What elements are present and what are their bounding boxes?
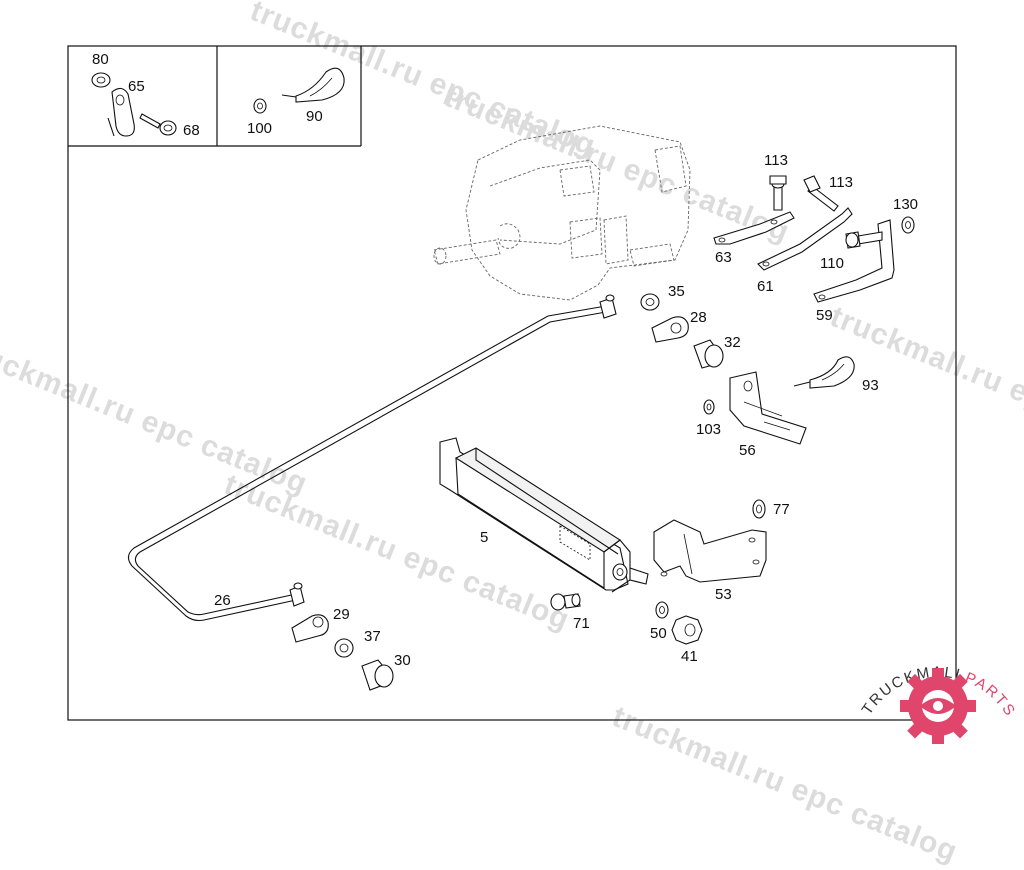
label-71: 71 <box>573 615 590 632</box>
bracket-53-group: 53 77 <box>653 499 790 603</box>
bracket-56 <box>729 371 807 445</box>
bracket-61 <box>757 207 853 271</box>
label-26: 26 <box>214 592 231 609</box>
clamp-65 <box>111 87 135 137</box>
label-37: 37 <box>364 628 381 645</box>
p-clip-93 <box>809 356 855 389</box>
gearbox-outline <box>433 125 691 301</box>
oil-cooler-5: 5 <box>439 437 649 593</box>
washer-35 <box>640 293 660 311</box>
label-103: 103 <box>696 421 721 438</box>
nut-103 <box>703 399 715 415</box>
label-5: 5 <box>480 529 488 546</box>
bracket-59 <box>813 219 895 303</box>
bolt-71 <box>550 593 566 611</box>
nut-100 <box>253 98 267 114</box>
fitting-group-lower: 29 37 30 <box>291 606 411 691</box>
gear-icon <box>900 668 976 744</box>
washer-50 <box>655 601 669 619</box>
label-29: 29 <box>333 606 350 623</box>
label-35: 35 <box>668 283 685 300</box>
label-113a: 113 <box>764 152 788 169</box>
label-61: 61 <box>757 278 774 295</box>
p-clip-90 <box>295 67 345 103</box>
label-110: 110 <box>820 255 844 272</box>
bolt-71-group: 71 <box>550 593 590 632</box>
washer-37 <box>334 638 354 658</box>
label-130: 130 <box>893 196 918 213</box>
washer-77 <box>752 499 766 519</box>
nut-41-group: 50 41 <box>650 601 703 665</box>
bracket-63 <box>713 211 795 245</box>
label-50: 50 <box>650 625 667 642</box>
label-80: 80 <box>92 51 109 68</box>
pipe-26: 26 <box>127 294 617 622</box>
truckmall-logo: TRUCKMALLPARTS <box>859 664 1017 744</box>
label-56: 56 <box>739 442 756 459</box>
bracket-53 <box>653 519 767 583</box>
label-90: 90 <box>306 108 323 125</box>
label-65: 65 <box>128 78 145 95</box>
legend-box: 80 65 68 100 90 <box>68 46 362 147</box>
label-32: 32 <box>724 334 741 351</box>
banjo-28 <box>651 316 689 343</box>
bracket-group: 113 63 113 61 110 59 130 <box>713 152 918 324</box>
bracket-56-group: 56 103 93 <box>696 356 879 459</box>
label-93: 93 <box>862 377 879 394</box>
parts-diagram: 80 65 68 100 90 <box>67 45 1017 744</box>
banjo-29 <box>291 614 329 643</box>
label-28: 28 <box>690 309 707 326</box>
diagram-frame <box>67 45 957 721</box>
label-53: 53 <box>715 586 732 603</box>
label-41: 41 <box>681 648 698 665</box>
label-63: 63 <box>715 249 732 266</box>
label-77: 77 <box>773 501 790 518</box>
label-30: 30 <box>394 652 411 669</box>
label-59: 59 <box>816 307 833 324</box>
washer-80 <box>91 72 111 88</box>
label-113b: 113 <box>829 174 853 191</box>
fitting-group-upper: 35 28 32 <box>640 283 741 369</box>
bolt-68 <box>139 113 161 129</box>
washer-130 <box>901 216 915 234</box>
nut-41 <box>671 615 703 645</box>
label-68: 68 <box>183 122 200 139</box>
label-100: 100 <box>247 120 272 137</box>
